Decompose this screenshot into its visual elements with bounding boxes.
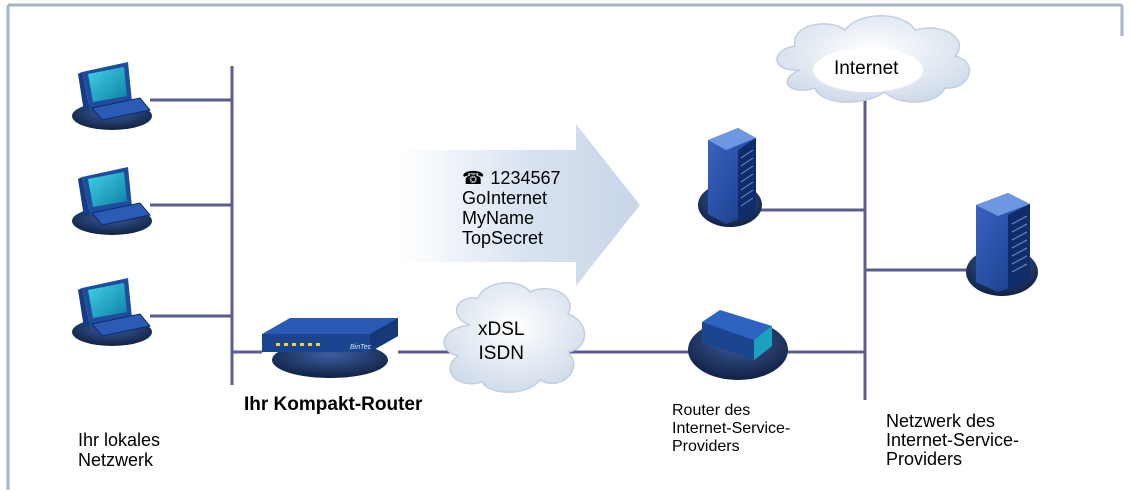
phone-icon: ☎ — [462, 168, 485, 188]
isp-network-label: Netzwerk des Internet-Service- Providers — [886, 412, 1019, 469]
workstation-2 — [72, 167, 152, 235]
isp-network-label-line: Providers — [886, 449, 963, 469]
credentials-provider: GoInternet — [462, 188, 548, 208]
credentials-password: TopSecret — [462, 228, 544, 248]
credentials-phone: ☎1234567 — [462, 168, 561, 188]
compact-router-label: Ihr Kompakt-Router — [244, 394, 423, 415]
isp-router-label-line: Router des — [672, 402, 751, 419]
isp-router — [688, 310, 788, 380]
workstation-3 — [72, 278, 152, 346]
phone-number: 1234567 — [490, 168, 561, 188]
local-network-label: Ihr lokales Netzwerk — [78, 430, 160, 470]
isp-router-label-line: Internet-Service- — [672, 420, 791, 437]
isp-bus — [760, 70, 970, 400]
isp-network-label-line: Netzwerk des — [886, 411, 996, 431]
local-network-label-line: Ihr lokales — [78, 430, 161, 450]
wan-label: xDSL ISDN — [478, 318, 524, 366]
wan-label-isdn: ISDN — [478, 343, 524, 364]
server-2 — [966, 193, 1038, 296]
internet-label: Internet — [834, 58, 899, 79]
server-1 — [698, 128, 762, 227]
credentials-arrow — [400, 124, 640, 286]
internet-cloud — [776, 15, 971, 103]
workstation-1 — [72, 62, 152, 130]
router-leds — [276, 343, 320, 346]
credentials-user: MyName — [462, 208, 535, 228]
router-brand: BinTec — [350, 344, 372, 351]
compact-router: BinTec — [262, 318, 398, 378]
wan-cloud — [443, 282, 586, 393]
lan-bus — [150, 66, 262, 385]
isp-router-label: Router des Internet-Service- Providers — [672, 402, 790, 456]
wan-label-xdsl: xDSL — [478, 319, 525, 340]
isp-network-label-line: Internet-Service- — [886, 430, 1020, 450]
credentials: ☎1234567 GoInternet MyName TopSecret — [462, 168, 561, 248]
isp-router-label-line: Providers — [672, 438, 740, 455]
frame — [6, 3, 1124, 490]
local-network-label-line: Netzwerk — [78, 450, 154, 470]
